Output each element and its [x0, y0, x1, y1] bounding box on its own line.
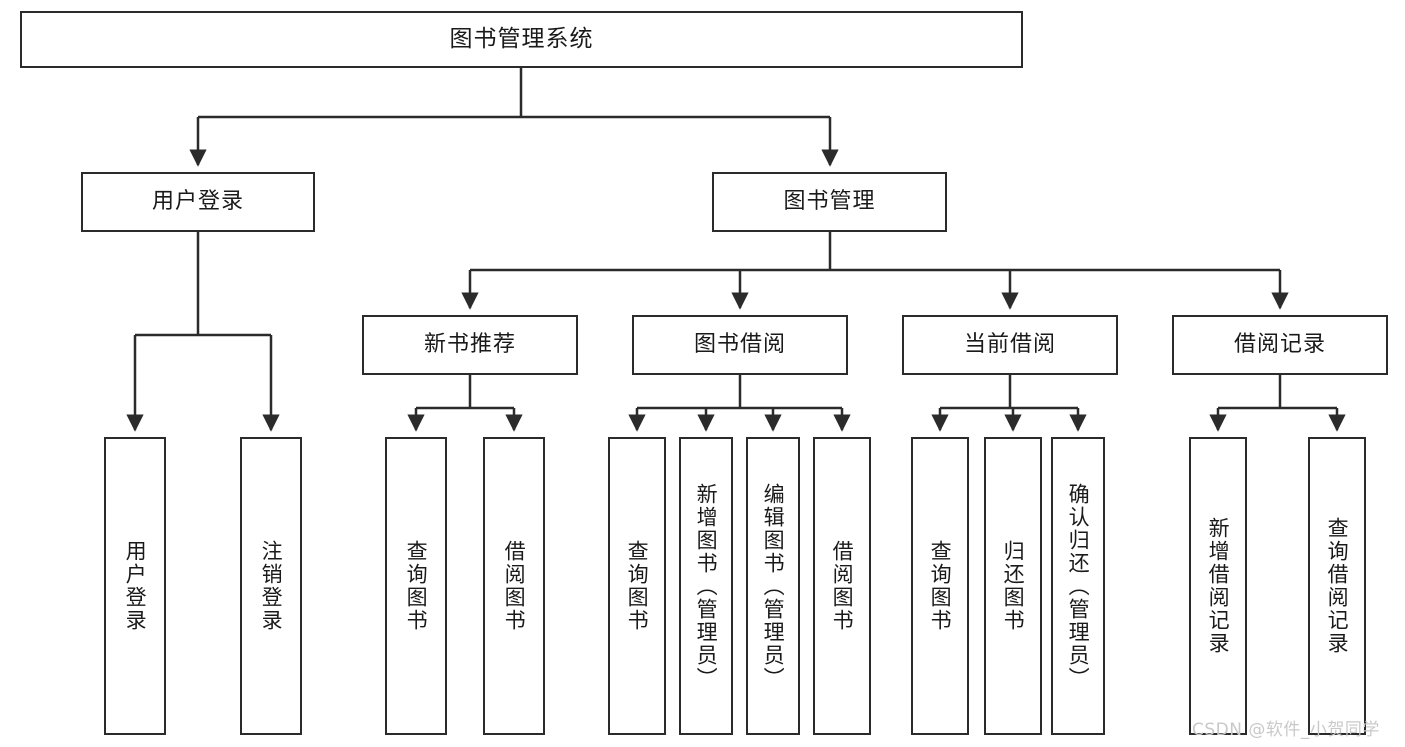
leaf-query-borrow-record[interactable]: 查询借阅记录 [1308, 437, 1366, 735]
edge-userlogin-to-leaves [126, 232, 280, 432]
node-book-borrow[interactable]: 图书借阅 [632, 315, 848, 375]
leaf-logout[interactable]: 注销登录 [240, 437, 302, 735]
node-root[interactable]: 图书管理系统 [20, 11, 1023, 68]
edge-bookmgmt-to-level3 [461, 232, 1289, 310]
node-current-borrow[interactable]: 当前借阅 [902, 315, 1118, 375]
leaf-add-book-admin[interactable]: 新增图书（管理员） [679, 437, 733, 735]
node-book-management[interactable]: 图书管理 [712, 172, 947, 232]
leaf-query-book-borrow[interactable]: 查询图书 [608, 437, 666, 735]
node-borrow-record[interactable]: 借阅记录 [1172, 315, 1388, 375]
edge-newbook-to-leaves [407, 375, 523, 432]
leaf-confirm-return-admin[interactable]: 确认归还（管理员） [1051, 437, 1105, 735]
csdn-watermark: CSDN @软件_小贺同学 [1192, 720, 1380, 740]
edge-borrow-to-leaves [628, 375, 851, 432]
leaf-borrow-book[interactable]: 借阅图书 [813, 437, 871, 735]
node-user-login[interactable]: 用户登录 [81, 172, 315, 232]
leaf-query-book-current[interactable]: 查询图书 [911, 437, 969, 735]
leaf-user-login[interactable]: 用户登录 [104, 437, 166, 735]
node-new-book-recommend[interactable]: 新书推荐 [362, 315, 578, 375]
leaf-add-borrow-record[interactable]: 新增借阅记录 [1189, 437, 1247, 735]
edge-current-to-leaves [931, 375, 1087, 432]
edge-record-to-leaves [1209, 375, 1346, 432]
leaf-return-book[interactable]: 归还图书 [984, 437, 1042, 735]
leaf-query-book-newbook[interactable]: 查询图书 [385, 437, 447, 735]
leaf-edit-book-admin[interactable]: 编辑图书（管理员） [746, 437, 800, 735]
leaf-borrow-book-newbook[interactable]: 借阅图书 [483, 437, 545, 735]
edge-root-to-level2 [189, 68, 839, 167]
